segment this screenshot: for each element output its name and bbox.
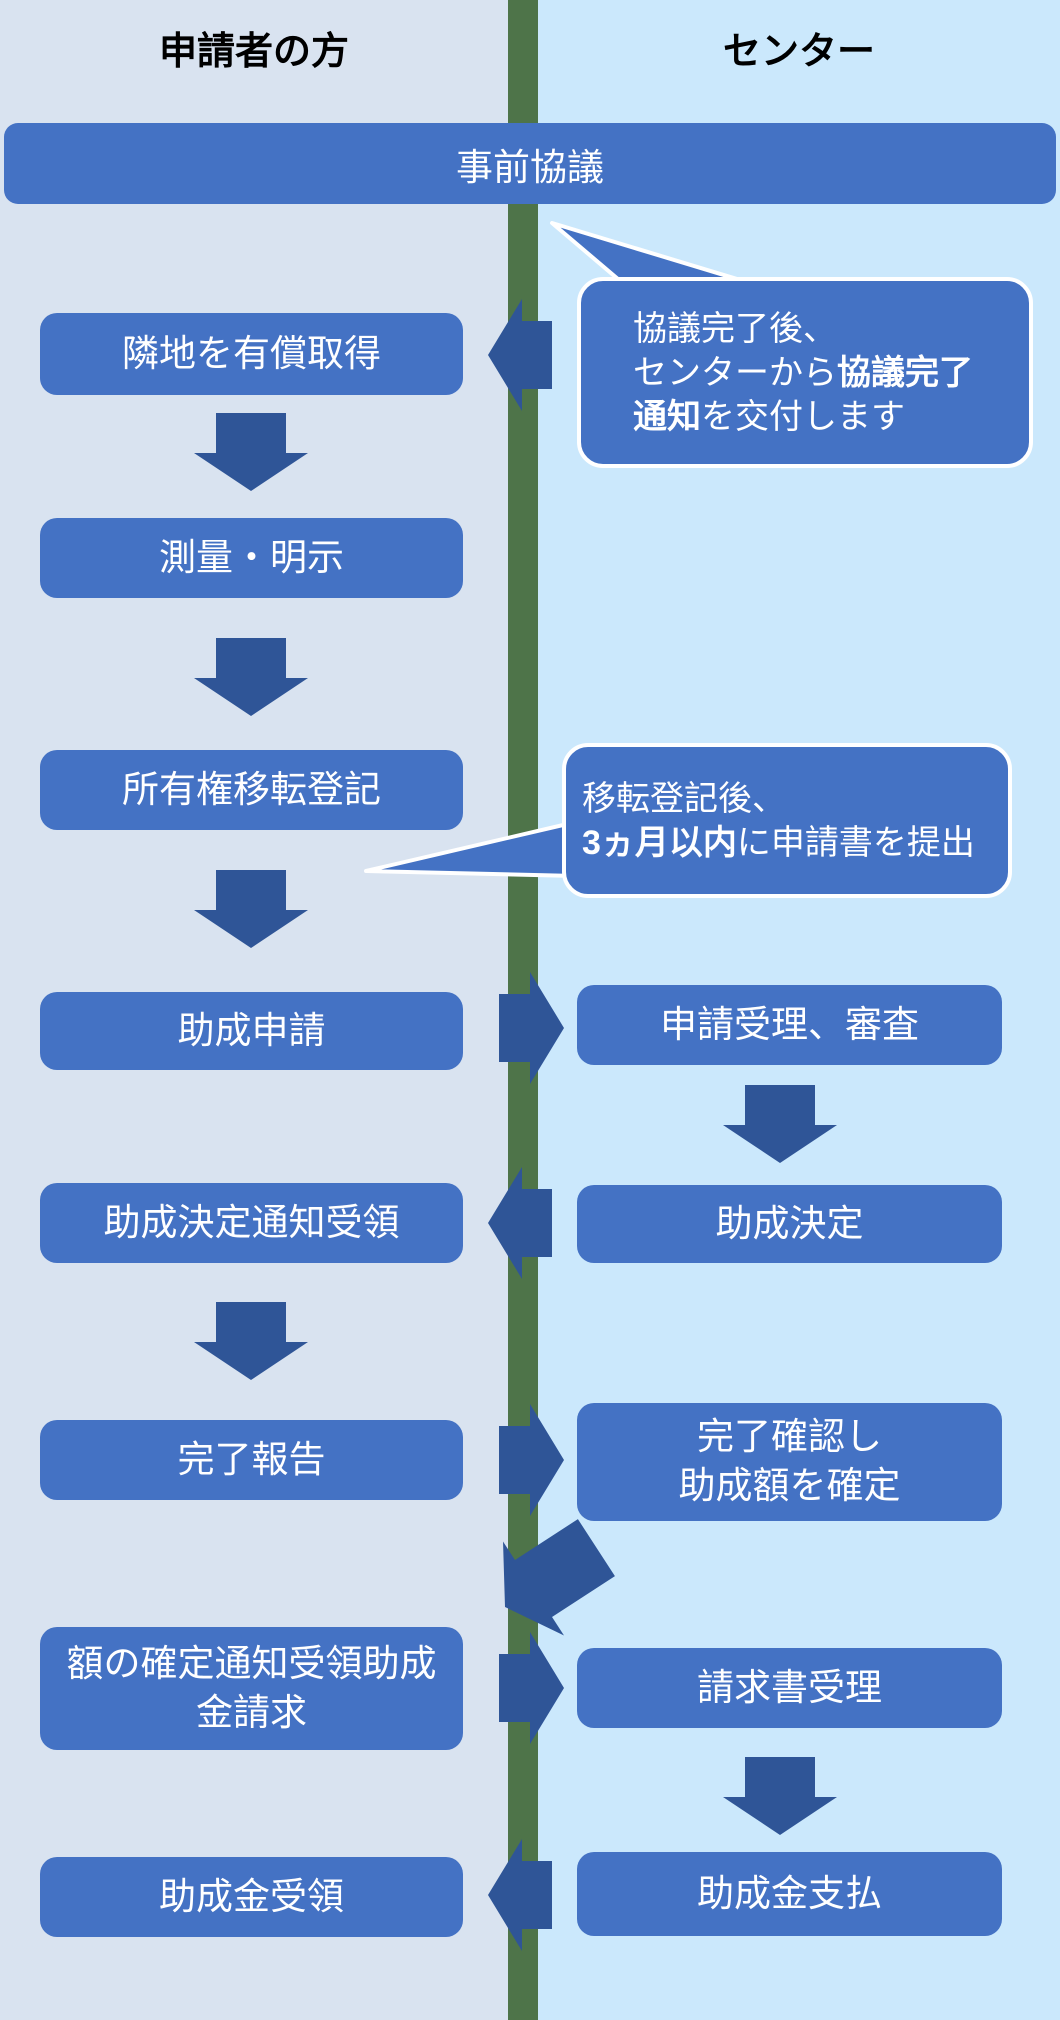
callout-application-deadline: 移転登記後、 3ヵ月以内に申請書を提出 <box>562 743 1012 898</box>
box-subsidy-application: 助成申請 <box>40 992 463 1070</box>
box-amount-confirmation-notice-and-claim: 額の確定通知受領助成 金請求 <box>40 1627 463 1750</box>
center-column-header: センター <box>722 30 875 73</box>
callout-2-tail <box>364 820 578 878</box>
arrow-down-icon <box>194 638 308 716</box>
box-survey-demarcation: 測量・明示 <box>40 518 463 598</box>
arrow-down-icon <box>723 1757 837 1835</box>
box-completion-check-amount-determination: 完了確認し 助成額を確定 <box>577 1403 1002 1521</box>
box-ownership-transfer-registration: 所有権移転登記 <box>40 750 463 830</box>
box-subsidy-receipt: 助成金受領 <box>40 1857 463 1937</box>
callout-line: 協議完了後、 <box>633 309 837 348</box>
arrow-right-icon <box>499 972 564 1084</box>
arrow-down-icon <box>194 413 308 491</box>
arrow-down-icon <box>194 1302 308 1380</box>
callout-line: 移転登記後、 <box>582 779 786 818</box>
box-prior-consultation: 事前協議 <box>4 123 1056 204</box>
box-completion-report: 完了報告 <box>40 1420 463 1500</box>
box-subsidy-decision: 助成決定 <box>577 1185 1002 1263</box>
callout-line: 通知を交付します <box>633 397 905 436</box>
box-invoice-acceptance: 請求書受理 <box>577 1648 1002 1728</box>
arrow-left-icon <box>488 1167 552 1279</box>
callout-line: センターから協議完了 <box>633 353 973 392</box>
arrow-left-icon <box>488 1839 552 1951</box>
callout-line: 3ヵ月以内に申請書を提出 <box>582 823 975 862</box>
arrow-down-icon <box>723 1085 837 1163</box>
applicant-column-header: 申請者の方 <box>158 30 349 73</box>
arrow-right-icon <box>499 1632 564 1744</box>
box-acquire-adjacent-land: 隣地を有償取得 <box>40 313 463 395</box>
arrow-right-icon <box>499 1404 564 1516</box>
box-subsidy-payment: 助成金支払 <box>577 1852 1002 1936</box>
arrow-down-left-icon <box>503 1519 615 1636</box>
callout-consultation-complete-notice: 協議完了後、 センターから協議完了 通知を交付します <box>577 277 1033 468</box>
arrow-down-icon <box>194 870 308 948</box>
arrow-left-icon <box>488 299 552 411</box>
box-application-acceptance-review: 申請受理、審査 <box>577 985 1002 1065</box>
box-subsidy-decision-notice-receipt: 助成決定通知受領 <box>40 1183 463 1263</box>
